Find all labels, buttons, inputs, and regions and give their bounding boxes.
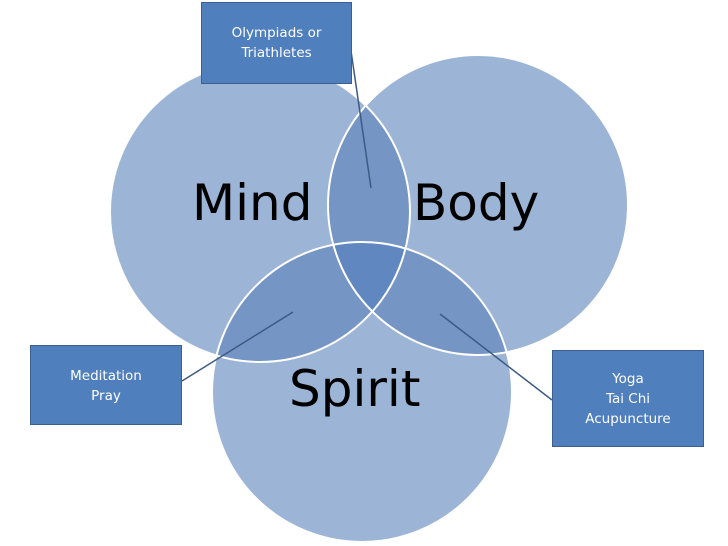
callout-meditation: Meditation Pray: [30, 345, 182, 425]
mind-spirit-overlap: [212, 242, 410, 362]
body-label: Body: [413, 174, 540, 232]
mind-label: Mind: [192, 174, 313, 232]
callout-olympiads: Olympiads or Triathletes: [201, 2, 352, 84]
callout-text: Yoga: [612, 370, 644, 387]
callout-text: Pray: [91, 388, 121, 404]
callout-text: Meditation: [70, 368, 142, 384]
connector-line-left: [181, 311, 294, 382]
spirit-outline: [211, 241, 513, 543]
callout-text: Acupuncture: [585, 410, 671, 427]
callout-text: Olympiads or: [231, 25, 322, 41]
callout-yoga: Yoga Tai Chi Acupuncture: [552, 350, 704, 447]
callout-text: Triathletes: [241, 45, 312, 61]
body-outline: [327, 54, 629, 356]
connector-line-right: [439, 313, 553, 401]
connector-line-top: [349, 43, 372, 189]
body-spirit-overlap: [328, 242, 512, 355]
callout-text: Tai Chi: [605, 390, 651, 407]
spirit-label: Spirit: [289, 360, 421, 418]
